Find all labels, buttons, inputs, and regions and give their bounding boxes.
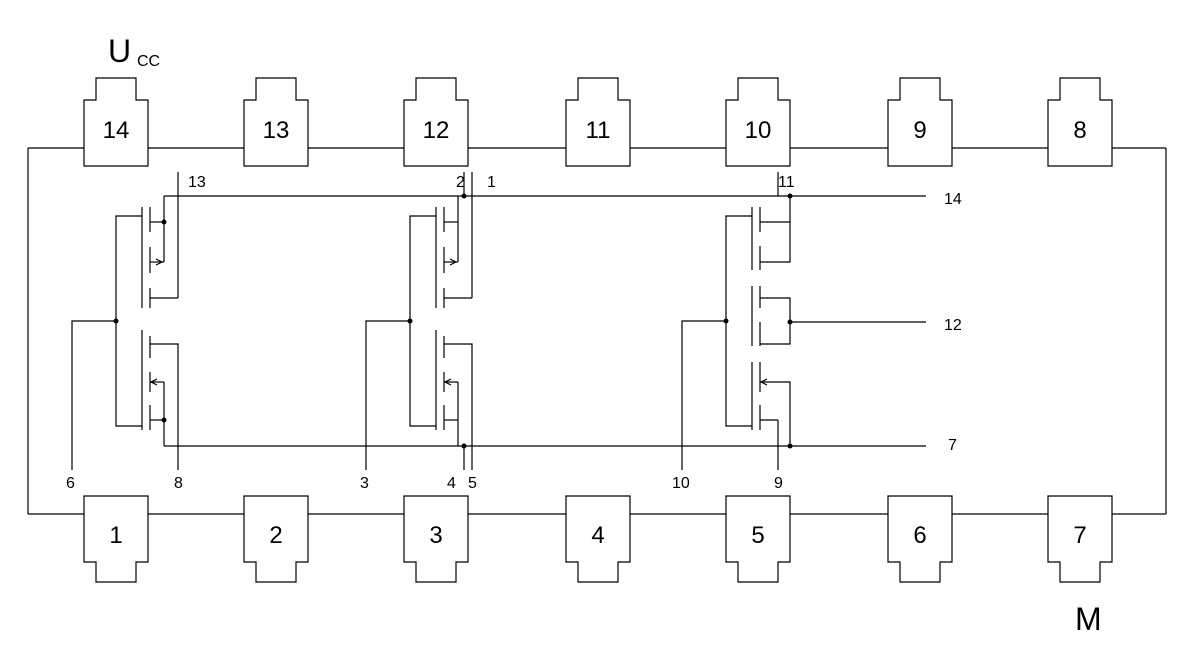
- top-pin-outline: [887, 77, 953, 167]
- ground-label: M: [1075, 601, 1102, 637]
- g2-nmos-drain: [444, 343, 473, 470]
- gate-1: [71, 172, 179, 470]
- net-label-12: 12: [944, 317, 962, 334]
- net-label-13: 13: [188, 174, 206, 191]
- net-label-9: 9: [774, 475, 783, 492]
- supply-label: U: [108, 33, 131, 69]
- bottom-pin-4: 4: [565, 495, 631, 583]
- bottom-pin-label: 4: [591, 522, 604, 549]
- g3-lower-pmos-drain: [760, 322, 791, 345]
- bottom-pin-label: 3: [429, 522, 442, 549]
- bottom-pin-3: 3: [403, 495, 469, 583]
- bottom-pin-label: 6: [913, 522, 926, 549]
- bottom-pin-outline: [243, 495, 309, 583]
- g2-input-wire: [365, 320, 410, 470]
- g3-junction-gate: [723, 318, 729, 324]
- bottom-pin-2: 2: [243, 495, 309, 583]
- bottom-pin-outline: [83, 495, 149, 583]
- bottom-pin-outline: [887, 495, 953, 583]
- g3-nmos-arrow: [759, 378, 768, 386]
- top-pin-label: 13: [263, 117, 290, 144]
- g2-nmos-arrow: [443, 378, 452, 386]
- g1-nmos-drain: [150, 343, 179, 470]
- g1-input-wire: [71, 320, 116, 470]
- bottom-pin-outline: [1047, 495, 1113, 583]
- net-label-8: 8: [174, 475, 183, 492]
- top-pin-label: 9: [913, 117, 926, 144]
- bottom-pin-5: 5: [725, 495, 791, 583]
- bottom-pin-6: 6: [887, 495, 953, 583]
- g3-upper-pmos-drain: [760, 222, 791, 263]
- bottom-pin-outline: [565, 495, 631, 583]
- bottom-pin-label: 7: [1073, 522, 1086, 549]
- bottom-pin-outline: [403, 495, 469, 583]
- top-pin-label: 12: [423, 117, 450, 144]
- bottom-pin-label: 1: [109, 522, 122, 549]
- net-label-3: 3: [360, 475, 369, 492]
- g3-lower-pmos-source: [760, 297, 791, 322]
- net-label-10: 10: [672, 475, 690, 492]
- g3-upper-pmos-source: [760, 196, 791, 223]
- top-pin-row: 14 13 12 11 10 9 8: [83, 77, 1113, 167]
- g3-gate-bus: [725, 215, 752, 427]
- top-pin-outline: [403, 77, 469, 167]
- top-pin-12: 12: [403, 77, 469, 167]
- top-pin-8: 8: [1047, 77, 1113, 167]
- net-label-6: 6: [66, 475, 75, 492]
- net-label-4: 4: [447, 475, 456, 492]
- top-pin-outline: [243, 77, 309, 167]
- g1-junction-bottom: [161, 417, 167, 423]
- g1-junction-top: [161, 219, 167, 225]
- g1-pmos-arrow: [155, 258, 164, 266]
- supply-subscript: CC: [137, 53, 160, 70]
- net-label-1: 1: [487, 174, 496, 191]
- top-pin-11: 11: [565, 77, 631, 167]
- bottom-pin-label: 2: [269, 522, 282, 549]
- g3-nmos-drain: [778, 381, 791, 446]
- net-label-7: 7: [948, 437, 957, 454]
- net-label-2: 2: [456, 174, 465, 191]
- g2-junction-gate: [407, 318, 413, 324]
- g1-junction-gate: [113, 318, 119, 324]
- gate-3: [681, 172, 793, 470]
- net-label-11: 11: [778, 174, 795, 191]
- net-label-5: 5: [468, 475, 477, 492]
- g2-gate-bus: [409, 215, 436, 427]
- g1-gate-bus: [115, 215, 142, 427]
- g2-pmos-arrow: [449, 258, 458, 266]
- g1-nmos-arrow: [149, 378, 158, 386]
- bottom-pin-7: 7: [1047, 495, 1113, 583]
- top-pin-outline: [1047, 77, 1113, 167]
- bottom-pin-1: 1: [83, 495, 149, 583]
- bottom-pin-outline: [725, 495, 791, 583]
- top-pin-13: 13: [243, 77, 309, 167]
- top-pin-10: 10: [725, 77, 791, 167]
- top-pin-outline: [565, 77, 631, 167]
- top-pin-outline: [83, 77, 149, 167]
- top-pin-14: 14: [83, 77, 149, 167]
- top-pin-9: 9: [887, 77, 953, 167]
- g3-input-wire: [681, 320, 726, 470]
- top-pin-label: 10: [745, 117, 772, 144]
- bottom-pin-row: 1 2 3 4 5 6 7: [83, 495, 1113, 583]
- top-pin-label: 8: [1073, 117, 1086, 144]
- top-pin-outline: [725, 77, 791, 167]
- bottom-pin-label: 5: [751, 522, 764, 549]
- net-label-14: 14: [944, 191, 962, 208]
- gate-2: [365, 172, 473, 470]
- top-pin-label: 11: [586, 117, 611, 144]
- top-pin-label: 14: [103, 117, 130, 144]
